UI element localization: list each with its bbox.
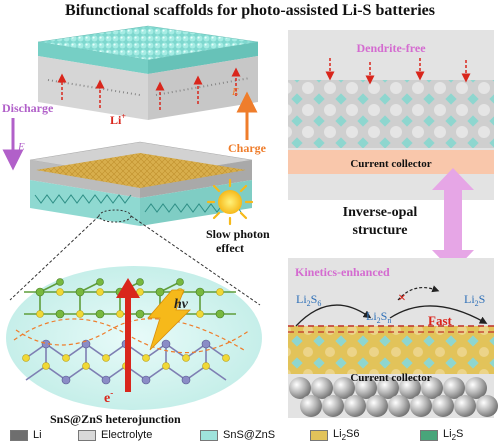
fast-label: Fast bbox=[428, 313, 453, 328]
legend-swatch bbox=[200, 429, 218, 441]
legend-label: Li bbox=[33, 429, 42, 441]
conversion-arrows bbox=[295, 285, 488, 327]
electrolyte-layer-top bbox=[38, 56, 258, 120]
legend-label: Li2S bbox=[443, 427, 464, 443]
kinetics-label: Kinetics-enhanced bbox=[295, 265, 390, 279]
slow-photon-label-2: effect bbox=[216, 241, 244, 255]
zoom-line-left bbox=[9, 215, 100, 301]
legend-item-li2s6: Li2S6 bbox=[310, 427, 359, 443]
legend-item-li: Li bbox=[10, 427, 42, 443]
legend-label: Li2S6 bbox=[333, 427, 360, 443]
legend-swatch bbox=[10, 429, 28, 441]
dendrite-free-label: Dendrite-free bbox=[356, 41, 426, 55]
li-ion-arrows bbox=[57, 67, 241, 110]
current-collector-top-label: Current collector bbox=[350, 158, 431, 170]
electron-label: e- bbox=[104, 388, 113, 406]
dendrite-free-panel bbox=[288, 30, 494, 200]
current-collector-bottom-label: Current collector bbox=[350, 372, 431, 384]
lithium-anode-block bbox=[37, 25, 259, 74]
legend-item-sns-zns: SnS@ZnS bbox=[200, 427, 275, 443]
heterojunction-oval bbox=[6, 266, 262, 410]
inverse-opal-label: Inverse-opal bbox=[343, 205, 418, 220]
heterojunction-label: SnS@ZnS heterojunction bbox=[50, 412, 181, 426]
slow-photon-label: Slow photon bbox=[206, 227, 270, 241]
collector-spheres bbox=[289, 377, 498, 417]
electron-arrow bbox=[116, 278, 140, 392]
legend-item-electrolyte: Electrolyte bbox=[78, 427, 152, 443]
legend-label: Electrolyte bbox=[101, 429, 153, 441]
legend-swatch bbox=[420, 429, 438, 441]
dendrite-arrows bbox=[325, 58, 471, 85]
discharge-label: Discharge bbox=[2, 101, 54, 115]
li2sn-label: Li2Sn bbox=[366, 309, 391, 325]
li2s-label: Li2S bbox=[464, 292, 485, 308]
legend-item-li2s: Li2S bbox=[420, 427, 463, 443]
hv-label: hν bbox=[174, 297, 189, 312]
legend-swatch bbox=[78, 429, 96, 441]
legend-label: SnS@ZnS bbox=[223, 429, 276, 441]
zoom-line-right bbox=[130, 215, 261, 306]
sun-icon bbox=[206, 178, 254, 226]
structure-label: structure bbox=[353, 223, 408, 238]
lightning-icon bbox=[147, 289, 191, 351]
field-e-right: E bbox=[231, 86, 239, 98]
double-arrow bbox=[432, 168, 474, 272]
charge-label: Charge bbox=[228, 141, 267, 155]
li2s6-label: Li2S6 bbox=[296, 292, 321, 308]
figure-title: Bifunctional scaffolds for photo-assiste… bbox=[65, 2, 435, 19]
field-e-left: E bbox=[17, 141, 25, 153]
legend: Li Electrolyte SnS@ZnS Li2S6 Li2S bbox=[0, 424, 500, 446]
blocked-cross-icon: × bbox=[398, 291, 406, 306]
li-ion-label: Li+ bbox=[110, 112, 126, 127]
legend-swatch bbox=[310, 429, 328, 441]
